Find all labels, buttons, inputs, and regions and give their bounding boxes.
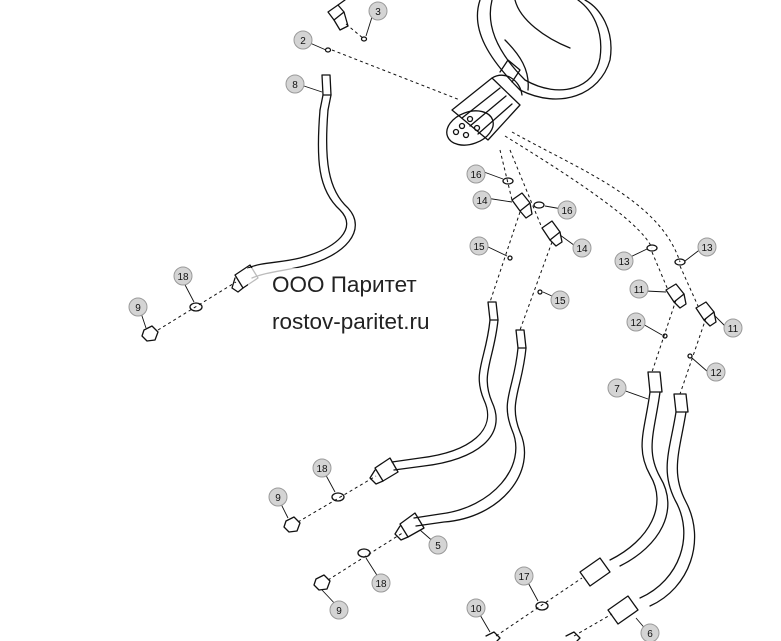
nut-9-lower — [313, 574, 331, 591]
nut-10 — [485, 631, 501, 641]
callout-15-upper: 15 — [473, 242, 485, 253]
fitting-14-lower — [541, 220, 563, 247]
hose-5-pair — [369, 301, 527, 541]
washer-18-lower — [357, 548, 371, 558]
oring-13-left — [646, 244, 658, 252]
callout-16-lower: 16 — [561, 206, 573, 217]
callout-5: 5 — [435, 541, 441, 552]
callout-9-middle: 9 — [275, 493, 281, 504]
callout-18-lower: 18 — [375, 579, 387, 590]
callout-14-upper: 14 — [476, 196, 488, 207]
washer-18-middle — [331, 492, 345, 502]
hose-8 — [231, 74, 356, 293]
callout-13-left: 13 — [618, 257, 630, 268]
callout-3: 3 — [375, 7, 381, 18]
part-12-upper — [662, 333, 668, 339]
callout-2: 2 — [300, 36, 306, 47]
washer-17 — [535, 601, 549, 611]
fitting-11-right — [695, 301, 717, 327]
steering-wheel — [476, 0, 612, 100]
callout-16-upper: 16 — [470, 170, 482, 181]
callout-10: 10 — [470, 604, 482, 615]
fitting-14-upper — [511, 192, 533, 219]
callout-13-right: 13 — [701, 243, 713, 254]
callout-9-upper: 9 — [135, 303, 141, 314]
callout-14-lower: 14 — [576, 244, 588, 255]
nut-9-middle — [283, 516, 301, 533]
callout-12-upper: 12 — [630, 318, 642, 329]
part-15-lower — [537, 289, 543, 295]
watermark-backdrop — [248, 268, 460, 352]
nut-bottom — [565, 631, 581, 641]
callout-9-lower: 9 — [336, 606, 342, 617]
callout-15-lower: 15 — [554, 296, 566, 307]
part-15-upper — [507, 255, 513, 261]
nut-9-upper — [141, 325, 159, 342]
callout-6: 6 — [647, 629, 653, 640]
watermark-website: rostov-paritet.ru — [272, 309, 430, 334]
callout-18-middle: 18 — [316, 464, 328, 475]
oring-16-upper — [502, 177, 514, 185]
washer-18-upper — [189, 302, 203, 312]
callout-12-lower: 12 — [710, 368, 722, 379]
callout-11-left: 11 — [634, 285, 645, 296]
oring-13-right — [674, 258, 686, 266]
part-12-lower — [687, 353, 693, 359]
fitting-11-left — [665, 283, 687, 309]
callout-17: 17 — [518, 572, 530, 583]
callout-18-upper: 18 — [177, 272, 189, 283]
steering-unit — [446, 59, 523, 146]
hose-7-and-6 — [579, 371, 696, 625]
cap-3 — [360, 36, 368, 42]
callout-7: 7 — [614, 384, 620, 395]
callout-11-right: 11 — [728, 324, 739, 335]
callout-8: 8 — [292, 80, 298, 91]
elbow-fitting-1 — [327, 0, 349, 31]
watermark-company: ООО Паритет — [272, 272, 417, 297]
washer-2 — [324, 47, 332, 53]
oring-16-lower — [533, 201, 545, 209]
